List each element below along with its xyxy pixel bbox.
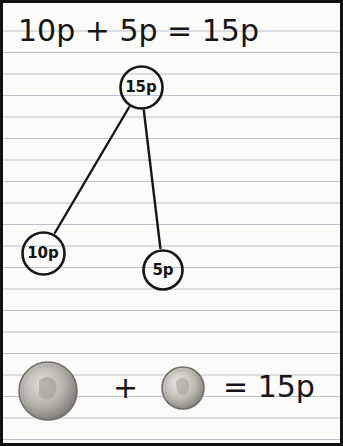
coin-head — [176, 378, 189, 395]
ruled-line — [3, 160, 343, 161]
circle-stroke — [144, 251, 183, 290]
part-whole-circle: 5p — [142, 249, 184, 291]
circle-value: 5p — [152, 261, 173, 279]
coin-head — [39, 377, 57, 400]
ruled-line — [3, 310, 343, 311]
five-pence-coin — [162, 367, 204, 409]
coin-face — [19, 362, 77, 420]
coin-total: = 15p — [223, 369, 315, 404]
ruled-line — [3, 95, 343, 96]
ruled-line — [3, 117, 343, 118]
circle-value: 15p — [125, 78, 157, 96]
ten-pence-coin — [19, 362, 77, 420]
ruled-line — [3, 203, 343, 204]
ruled-line — [3, 181, 343, 182]
plus-sign: + — [113, 370, 138, 405]
coin-face — [162, 367, 204, 409]
circle-stroke — [120, 66, 162, 108]
ruled-line — [3, 439, 343, 440]
ruled-line — [3, 224, 343, 225]
ruled-line — [3, 52, 343, 53]
circle-value: 10p — [27, 244, 59, 262]
circle-stroke — [22, 232, 64, 274]
coin-rim — [23, 366, 73, 416]
ruled-line — [3, 353, 343, 354]
ruled-line — [3, 74, 343, 75]
ruled-line — [3, 138, 343, 139]
part-whole-circle: 15p — [119, 65, 164, 110]
part-whole-circle: 10p — [21, 231, 66, 276]
ruled-line — [3, 332, 343, 333]
ruled-line — [3, 289, 343, 290]
coin-rim — [166, 371, 201, 406]
equation-heading: 10p + 5p = 15p — [18, 13, 259, 48]
connector-line — [144, 110, 161, 248]
connector-line — [55, 107, 129, 233]
